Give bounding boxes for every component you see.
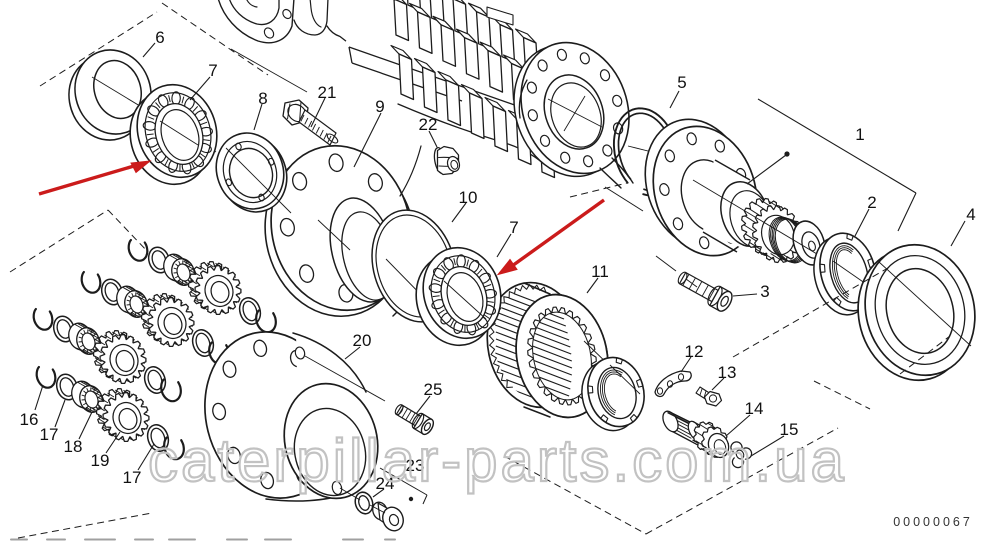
svg-text:20: 20	[353, 331, 372, 350]
svg-text:9: 9	[375, 97, 384, 116]
svg-text:7: 7	[509, 218, 518, 237]
svg-text:22: 22	[419, 115, 438, 134]
svg-text:6: 6	[155, 28, 164, 47]
svg-text:2: 2	[867, 193, 876, 212]
svg-text:25: 25	[424, 380, 443, 399]
svg-text:18: 18	[64, 437, 83, 456]
svg-text:caterpillar-parts.com.ua: caterpillar-parts.com.ua	[148, 427, 847, 494]
svg-text:13: 13	[718, 363, 737, 382]
svg-text:21: 21	[318, 83, 337, 102]
svg-text:17: 17	[123, 468, 142, 487]
svg-text:7: 7	[208, 61, 217, 80]
svg-text:1: 1	[855, 125, 864, 144]
svg-text:24: 24	[376, 474, 395, 493]
svg-text:10: 10	[459, 188, 478, 207]
svg-text:3: 3	[760, 282, 769, 301]
svg-text:14: 14	[745, 399, 764, 418]
svg-text:4: 4	[966, 205, 975, 224]
svg-text:8: 8	[258, 89, 267, 108]
svg-text:5: 5	[677, 73, 686, 92]
svg-text:11: 11	[591, 262, 609, 281]
svg-text:00000067: 00000067	[893, 515, 973, 529]
svg-text:15: 15	[780, 420, 799, 439]
svg-text:12: 12	[685, 342, 704, 361]
svg-text:19: 19	[91, 451, 110, 470]
svg-text:23: 23	[406, 456, 425, 475]
svg-text:16: 16	[20, 410, 39, 429]
svg-text:17: 17	[40, 425, 59, 444]
